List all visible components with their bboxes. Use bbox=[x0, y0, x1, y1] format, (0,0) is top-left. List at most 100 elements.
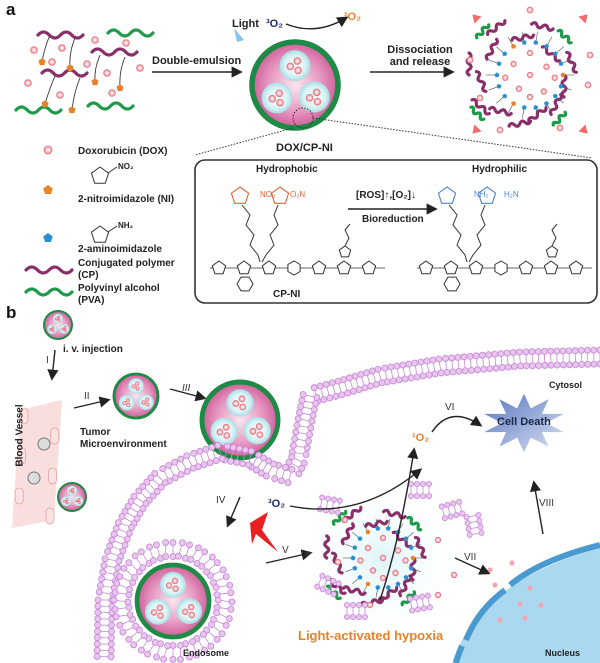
lipid-head bbox=[357, 370, 365, 378]
cp-chain bbox=[90, 47, 139, 57]
lipid-head bbox=[247, 447, 255, 455]
lipid-head bbox=[160, 655, 168, 663]
thiophene-ring bbox=[311, 260, 327, 275]
nitroimidazole-unit bbox=[116, 84, 124, 92]
lipid-head bbox=[324, 575, 331, 582]
left-nitro-group-1: NO₂ bbox=[260, 190, 276, 199]
light-beam-icon bbox=[234, 28, 244, 42]
lipid-head bbox=[130, 492, 138, 500]
nitroimidazole-unit bbox=[365, 529, 371, 535]
lipid-head bbox=[198, 562, 206, 570]
nucleoplasm bbox=[452, 548, 600, 663]
lipid-head bbox=[295, 470, 303, 478]
dox-molecule bbox=[364, 544, 372, 552]
legend-ni-group: NO₂ bbox=[118, 162, 134, 171]
lipid-fragment bbox=[463, 512, 485, 538]
lipid-head bbox=[147, 474, 155, 482]
lipid-head bbox=[107, 634, 115, 642]
lipid-head bbox=[459, 510, 466, 517]
lipid-head bbox=[529, 362, 536, 370]
lipid-head bbox=[153, 541, 160, 549]
aminoimidazole-unit bbox=[350, 555, 356, 561]
dox-molecule bbox=[216, 428, 224, 436]
lipid-head bbox=[125, 529, 133, 537]
lipid-head bbox=[200, 461, 208, 469]
endothelial-cell bbox=[50, 427, 60, 445]
lipid-head bbox=[93, 634, 101, 642]
lipid-head bbox=[227, 457, 235, 465]
lipid-head bbox=[381, 364, 389, 372]
lipid-head bbox=[297, 403, 305, 411]
lipid-head bbox=[174, 552, 182, 560]
lipid-head bbox=[479, 351, 486, 359]
raw-components bbox=[14, 28, 155, 115]
nitroimidazole-unit bbox=[68, 106, 76, 114]
lipid-head bbox=[535, 362, 543, 369]
step-VI-arrow bbox=[431, 415, 483, 433]
aminoimidazole-unit bbox=[403, 574, 409, 580]
lipid-head bbox=[441, 515, 448, 522]
dox-in-nucleus bbox=[522, 615, 528, 621]
lipid-head bbox=[429, 356, 437, 364]
cp-chain bbox=[548, 92, 564, 117]
dox-molecule bbox=[222, 423, 230, 431]
lipid-head bbox=[372, 380, 380, 388]
oxygen-to-singlet-arrow bbox=[289, 468, 423, 510]
dox-molecule bbox=[232, 400, 240, 407]
lipid-head bbox=[578, 361, 586, 368]
lipid-head bbox=[314, 583, 321, 590]
lipid-head bbox=[415, 606, 422, 613]
lipid-head bbox=[541, 361, 549, 369]
endosomal-particle bbox=[134, 562, 212, 640]
release-arrow-icon bbox=[578, 124, 588, 134]
particle-label: DOX/CP-NI bbox=[276, 142, 333, 154]
lipid-head bbox=[288, 453, 296, 461]
step-II-label: II bbox=[84, 391, 90, 402]
cytosol-label: Cytosol bbox=[549, 380, 583, 390]
nitroimidazole-unit bbox=[511, 101, 516, 106]
dox-in-nucleus bbox=[497, 617, 503, 623]
alkyl-chain bbox=[261, 204, 279, 263]
lipid-head bbox=[124, 502, 132, 510]
lipid-head bbox=[449, 368, 457, 376]
dox-molecule bbox=[496, 126, 504, 134]
dox-molecule bbox=[379, 554, 387, 562]
dox-molecule bbox=[313, 97, 322, 106]
endothelial-cell bbox=[45, 507, 55, 525]
legend-pva-label-2: (PVA) bbox=[78, 295, 105, 306]
lipid-head bbox=[571, 347, 579, 355]
hydrophobic-label: Hydrophobic bbox=[256, 164, 318, 175]
lipid-head bbox=[414, 493, 420, 499]
lipid-head bbox=[213, 559, 221, 567]
aminoimidazole-unit bbox=[403, 536, 409, 541]
dox-molecule bbox=[584, 81, 592, 89]
lipid-head bbox=[300, 459, 308, 467]
alkyl-chain bbox=[448, 204, 468, 263]
aqueous-compartment bbox=[73, 495, 84, 506]
lipid-head bbox=[176, 642, 184, 649]
lipid-head bbox=[504, 363, 512, 371]
cp-chain bbox=[507, 119, 533, 128]
lipid-head bbox=[93, 646, 101, 654]
lipid-head bbox=[162, 553, 170, 560]
lipid-head bbox=[497, 350, 505, 358]
lipid-head bbox=[335, 580, 342, 587]
lipid-head bbox=[302, 451, 310, 458]
lipid-head bbox=[177, 455, 185, 463]
pva-chain bbox=[551, 110, 568, 128]
lipid-head bbox=[326, 394, 334, 402]
linker bbox=[119, 56, 126, 89]
lipid-head bbox=[553, 347, 561, 355]
lipid-head bbox=[108, 536, 116, 544]
imidazole-ring bbox=[477, 186, 497, 204]
legend-dox-label: Doxorubicin (DOX) bbox=[78, 146, 168, 157]
nitroimidazole-unit bbox=[41, 100, 49, 108]
singlet-rise-arrow bbox=[379, 447, 419, 601]
cp-chain bbox=[40, 68, 89, 78]
dox-molecule bbox=[556, 124, 564, 132]
endothelial-cell bbox=[48, 467, 57, 485]
lipid-head bbox=[522, 348, 530, 356]
lipid-head bbox=[149, 556, 157, 564]
lipid-head bbox=[293, 422, 301, 429]
lipid-head bbox=[127, 497, 135, 505]
